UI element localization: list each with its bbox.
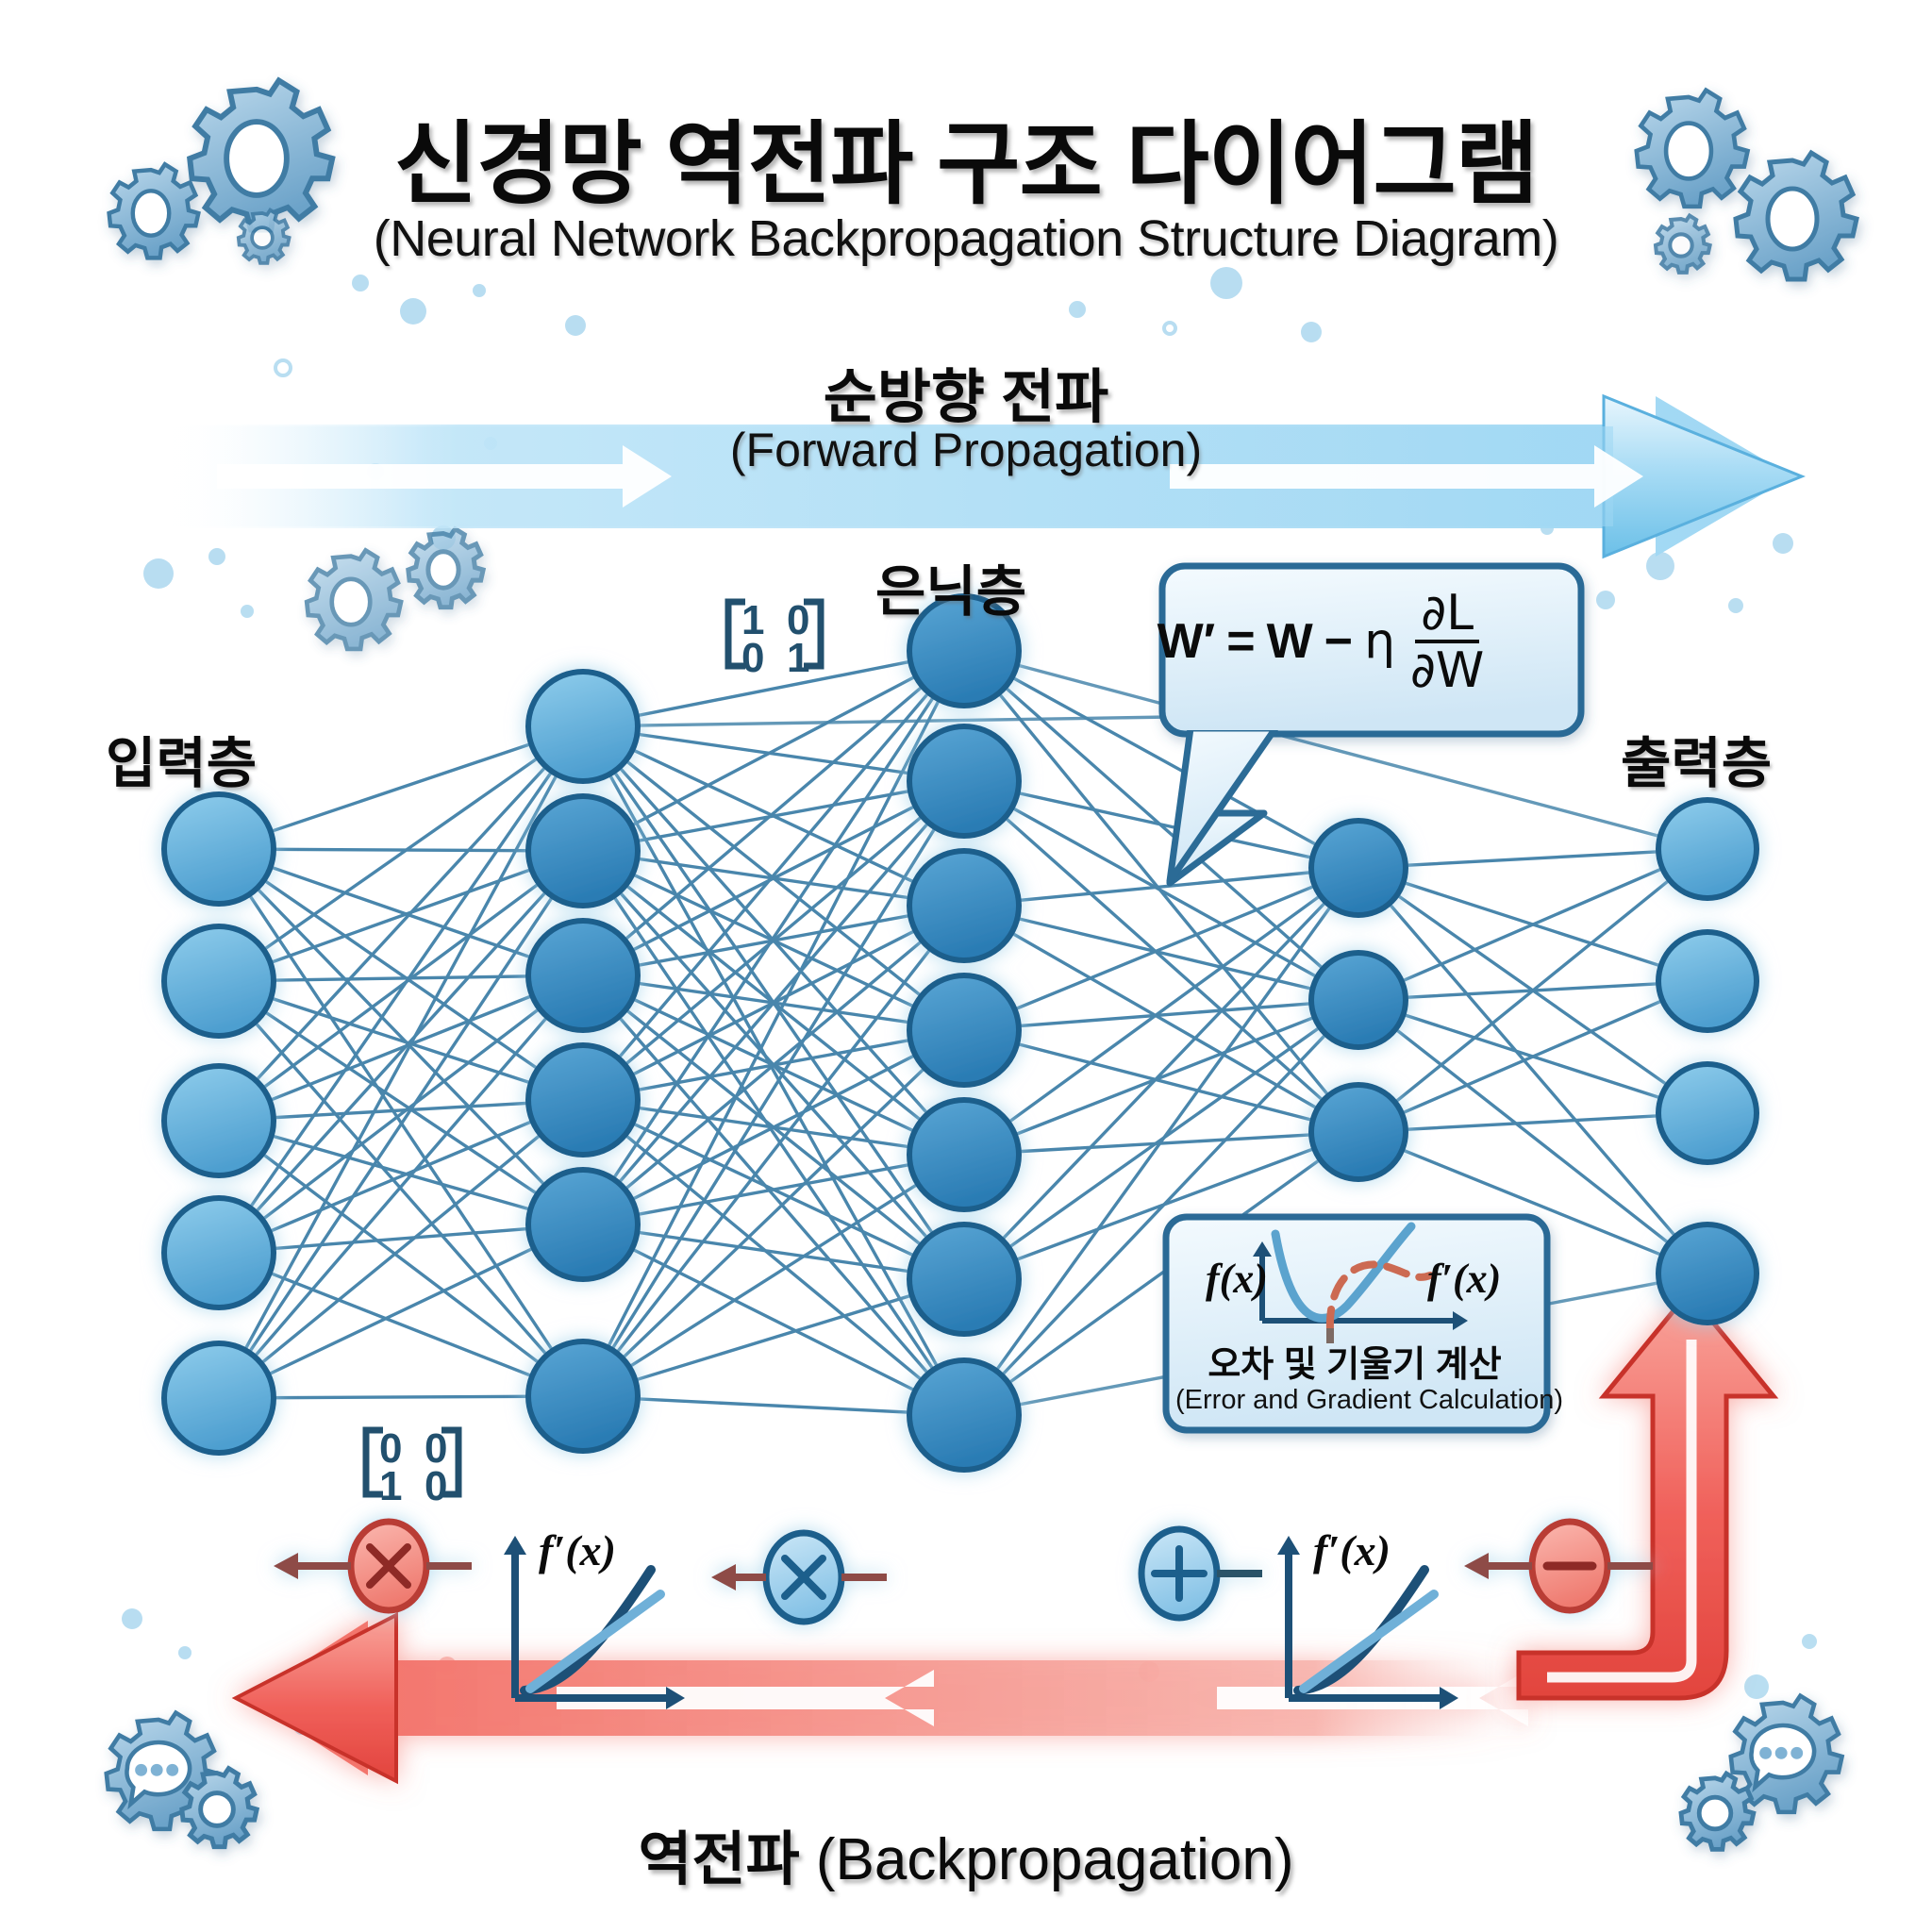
matrix-cell: 1 xyxy=(379,1463,402,1509)
forward-propagation-label-en: (Forward Propagation) xyxy=(729,424,1203,476)
gear-cluster-bottom-left xyxy=(104,1709,260,1850)
formula-w: W xyxy=(1266,614,1313,669)
identity-matrix-values: 1 0 0 1 xyxy=(741,597,809,681)
hidden-layer-1-nodes xyxy=(525,669,641,1454)
permutation-matrix-values: 0 0 1 0 xyxy=(379,1425,447,1509)
page-title: 신경망 역전파 구조 다이어그램 xyxy=(393,114,1539,215)
backprop-return-hook xyxy=(1516,1289,1779,1701)
error-gradient-callout xyxy=(1162,1213,1551,1434)
matrix-cell: 1 xyxy=(787,635,809,681)
matrix-cell: 1 xyxy=(741,597,764,643)
backpropagation-caption-en: (Backpropagation) xyxy=(815,1827,1294,1892)
derivative-plot-right xyxy=(1277,1536,1458,1709)
formula-eta: η xyxy=(1364,613,1396,670)
hidden-layer-3-nodes xyxy=(1308,818,1408,1182)
network-edges xyxy=(217,649,1709,1417)
gradient-callout-label-ko: 오차 및 기울기 계산 xyxy=(1208,1345,1502,1385)
multiply-node-blue xyxy=(711,1529,887,1625)
gear-cluster-bottom-right xyxy=(1678,1692,1845,1852)
derivative-plot-right-label: f′(x) xyxy=(1313,1526,1391,1574)
hidden-layer-label: 은닉층 xyxy=(875,561,1027,623)
forward-propagation-label-ko: 순방향 전파 xyxy=(823,365,1109,430)
formula-w-prime: W′ xyxy=(1157,614,1216,669)
matrix-cell: 0 xyxy=(425,1425,447,1472)
derivative-plot-left xyxy=(504,1536,685,1709)
permutation-matrix-bottom xyxy=(362,1426,462,1498)
formula-minus: − xyxy=(1324,614,1354,669)
matrix-cell: 0 xyxy=(379,1425,402,1472)
gradient-callout-label-en: (Error and Gradient Calculation) xyxy=(1175,1385,1564,1415)
multiply-node-red xyxy=(274,1518,472,1614)
weight-update-formula: W′ = W − η ∂L ∂W xyxy=(1158,585,1485,698)
identity-matrix-top xyxy=(724,598,824,670)
output-layer-label: 출력층 xyxy=(1621,733,1773,794)
fx-label: f(x) xyxy=(1206,1256,1268,1302)
subtract-node-red xyxy=(1464,1518,1653,1614)
formula-numerator: ∂L xyxy=(1415,589,1480,643)
add-node-blue xyxy=(1138,1525,1262,1622)
fprime-label: f′(x) xyxy=(1427,1256,1502,1302)
matrix-cell: 0 xyxy=(741,635,764,681)
backpropagation-caption-ko: 역전파 xyxy=(638,1827,800,1892)
input-layer-nodes xyxy=(161,791,276,1456)
matrix-cell: 0 xyxy=(425,1463,447,1509)
formula-denominator: ∂W xyxy=(1410,641,1485,699)
network-nodes xyxy=(161,593,1759,1473)
derivative-plot-left-label: f′(x) xyxy=(539,1526,616,1574)
matrix-cell: 0 xyxy=(787,597,809,643)
hidden-layer-2-nodes xyxy=(907,593,1022,1473)
gear-cluster-mid-left xyxy=(304,525,487,652)
gear-cluster-top-right xyxy=(1634,87,1859,282)
page-subtitle: (Neural Network Backpropagation Structur… xyxy=(373,210,1559,267)
backpropagation-caption: 역전파 (Backpropagation) xyxy=(0,1811,1932,1896)
gear-cluster-top-left xyxy=(107,76,336,265)
formula-fraction: ∂L ∂W xyxy=(1405,589,1490,695)
weight-update-callout xyxy=(1158,562,1585,887)
forward-propagation-arrow xyxy=(165,393,1806,559)
output-layer-nodes xyxy=(1656,797,1759,1325)
formula-equals: = xyxy=(1226,614,1256,669)
input-layer-label: 입력층 xyxy=(106,733,258,794)
